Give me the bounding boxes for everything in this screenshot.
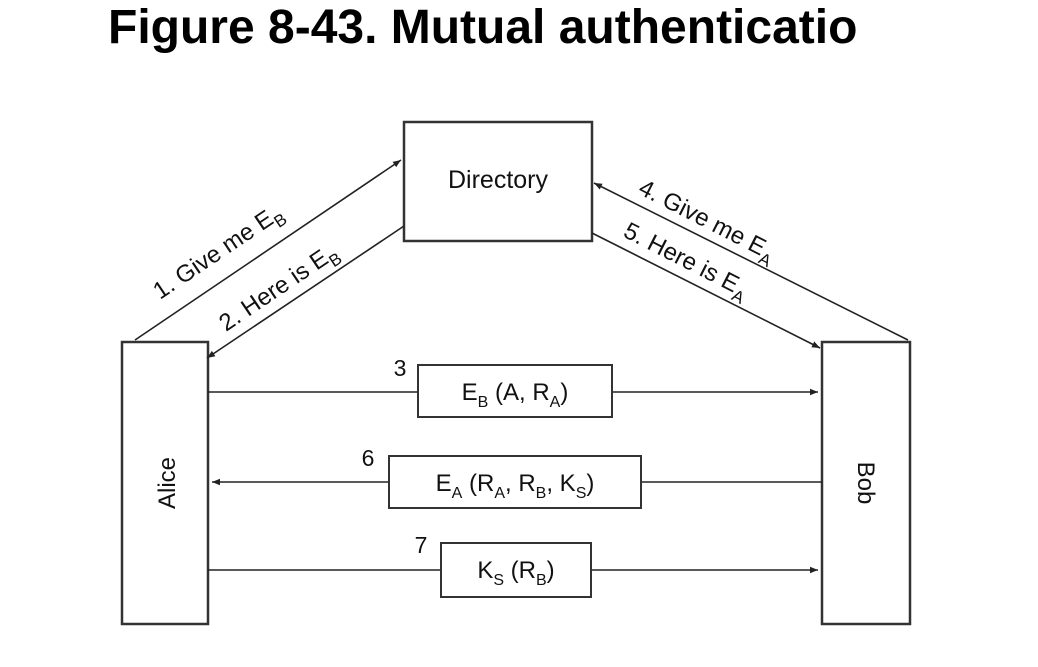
msg-6-label: EA (RA, RB, KS) — [436, 470, 595, 502]
bob-label: Bob — [852, 462, 879, 505]
label-part: E — [436, 470, 452, 497]
msg-6-number: 6 — [362, 445, 375, 471]
subscript: B — [478, 394, 489, 411]
arrow-1-give-me-eb — [134, 159, 402, 341]
label-part: (R — [462, 470, 494, 497]
label-part: ) — [586, 470, 594, 497]
label-part: ) — [560, 379, 568, 406]
alice-label: Alice — [154, 457, 181, 509]
msg-7-number: 7 — [415, 532, 428, 558]
subscript: S — [576, 485, 587, 502]
subscript: S — [493, 572, 504, 589]
arrow-2-here-is-eb — [206, 225, 405, 359]
subscript: A — [452, 485, 463, 502]
subscript: B — [536, 572, 547, 589]
label-part: ) — [547, 557, 555, 584]
figure-title: Figure 8-43. Mutual authenticatio — [108, 1, 858, 54]
directory-box — [402, 120, 594, 243]
alice-box — [120, 340, 210, 626]
label-part: (A, R — [488, 379, 549, 406]
msg-7-box — [440, 542, 592, 598]
subscript: A — [494, 485, 505, 502]
subscript: A — [550, 394, 561, 411]
label-part: (R — [504, 557, 536, 584]
msg-6-box — [388, 455, 642, 509]
msg-7-label: KS (RB) — [477, 557, 554, 589]
msg-3-box — [417, 364, 613, 418]
arrow-5-here-is-ea — [591, 232, 821, 349]
label-part: K — [477, 557, 493, 584]
label-part: E — [462, 379, 478, 406]
msg-3-number: 3 — [394, 355, 407, 381]
bob-box — [820, 340, 912, 626]
directory-label: Directory — [448, 166, 549, 194]
arrow-4-give-me-ea — [593, 182, 909, 341]
subscript: B — [536, 485, 547, 502]
label-part: , R — [505, 470, 536, 497]
msg-3-label: EB (A, RA) — [462, 379, 569, 411]
label-part: , K — [546, 470, 575, 497]
